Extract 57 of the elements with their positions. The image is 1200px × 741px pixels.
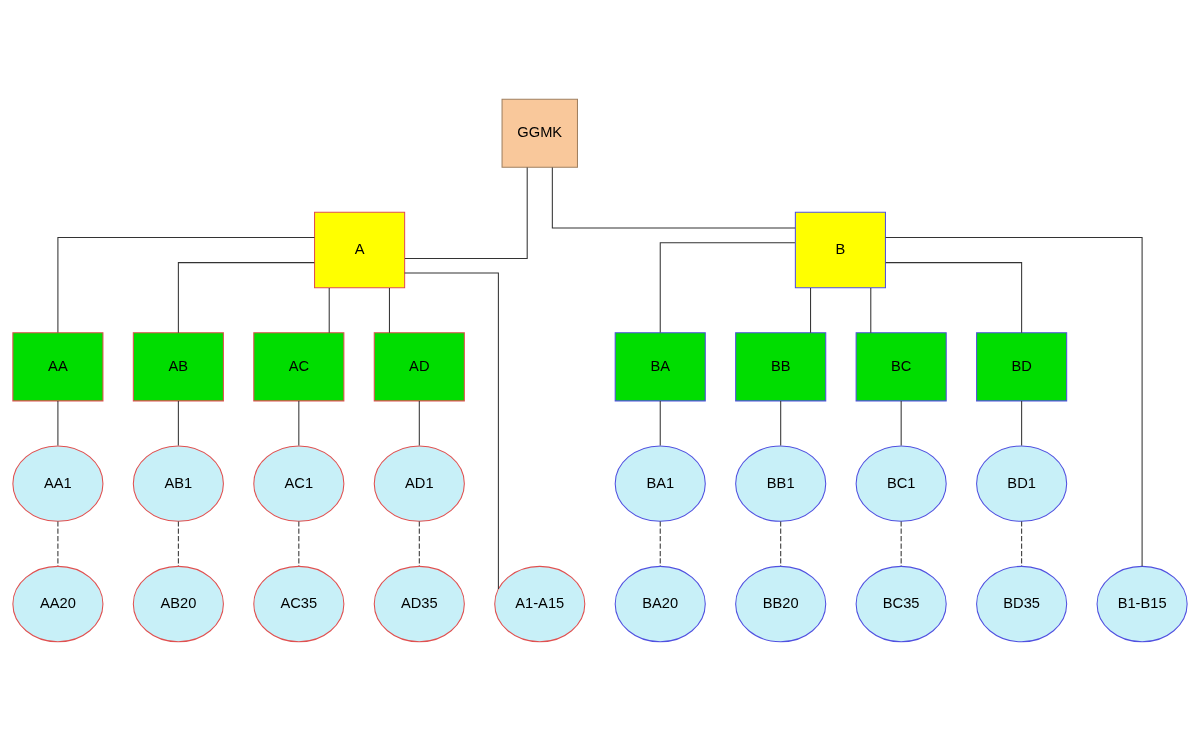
node-box: AD	[373, 332, 465, 402]
node-box: A	[314, 211, 406, 289]
connector	[177, 520, 179, 567]
connector	[177, 262, 315, 334]
connector	[870, 287, 872, 334]
node-box: B	[794, 211, 886, 289]
node-box: GGMK	[501, 98, 578, 168]
connector	[328, 287, 330, 334]
node-box: BA	[614, 332, 706, 402]
node-ellipse: BA20	[614, 565, 706, 643]
connector	[57, 236, 315, 334]
connector	[57, 520, 59, 567]
node-ellipse: BD35	[976, 565, 1068, 643]
connector	[177, 400, 179, 447]
connector	[659, 520, 661, 567]
node-ellipse: AA20	[12, 565, 104, 643]
node-ellipse: AB1	[132, 445, 224, 522]
node-box: BC	[855, 332, 947, 402]
connector	[885, 262, 1023, 334]
connector	[418, 400, 420, 447]
node-box: BB	[735, 332, 827, 402]
node-ellipse: BC1	[855, 445, 947, 522]
connector	[659, 242, 796, 334]
connector	[551, 166, 796, 229]
node-box: AC	[253, 332, 345, 402]
connector	[298, 400, 300, 447]
node-ellipse: BD1	[976, 445, 1068, 522]
connector	[900, 400, 902, 447]
node-ellipse: A1-A15	[494, 565, 586, 643]
connector	[810, 287, 812, 334]
connector	[885, 236, 1143, 567]
connector	[418, 520, 420, 567]
node-ellipse: AA1	[12, 445, 104, 522]
node-ellipse: AD1	[373, 445, 465, 522]
node-ellipse: BB20	[735, 565, 827, 643]
connector	[388, 287, 390, 334]
connector	[1021, 400, 1023, 447]
node-ellipse: AC35	[253, 565, 345, 643]
node-box: BD	[976, 332, 1068, 402]
connector	[780, 520, 782, 567]
connector	[57, 400, 59, 447]
node-ellipse: BC35	[855, 565, 947, 643]
node-box: AB	[132, 332, 224, 402]
connector	[404, 166, 528, 259]
node-ellipse: BB1	[735, 445, 827, 522]
connector	[659, 400, 661, 447]
connector	[404, 272, 499, 590]
connector	[1021, 520, 1023, 567]
node-ellipse: BA1	[614, 445, 706, 522]
node-ellipse: B1-B15	[1096, 565, 1188, 643]
node-ellipse: AC1	[253, 445, 345, 522]
connector	[298, 520, 300, 567]
node-ellipse: AB20	[132, 565, 224, 643]
connector	[780, 400, 782, 447]
node-box: AA	[12, 332, 104, 402]
connector	[900, 520, 902, 567]
node-ellipse: AD35	[373, 565, 465, 643]
